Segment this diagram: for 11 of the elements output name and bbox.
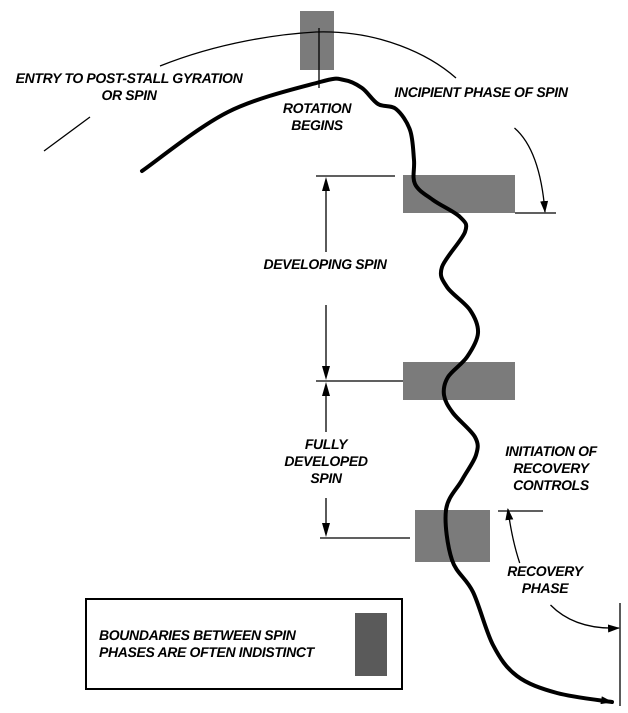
- phase-label: ROTATION BEGINS: [282, 100, 353, 134]
- phase-label: DEVELOPING SPIN: [262, 256, 388, 273]
- phase-label: INITIATION OF RECOVERY CONTROLS: [504, 443, 598, 494]
- phase-label: RECOVERY PHASE: [506, 563, 585, 597]
- phase-label: INCIPIENT PHASE OF SPIN: [394, 84, 568, 101]
- arrow: [505, 508, 520, 564]
- legend-text: BOUNDARIES BETWEEN SPIN PHASES ARE OFTEN INDISTINCT: [99, 627, 316, 661]
- arrow: [550, 604, 620, 632]
- arrow: [514, 128, 548, 213]
- phase-label: ENTRY TO POST-STALL GYRATION OR SPIN: [14, 70, 244, 104]
- phase-label: FULLY DEVELOPED SPIN: [283, 436, 369, 487]
